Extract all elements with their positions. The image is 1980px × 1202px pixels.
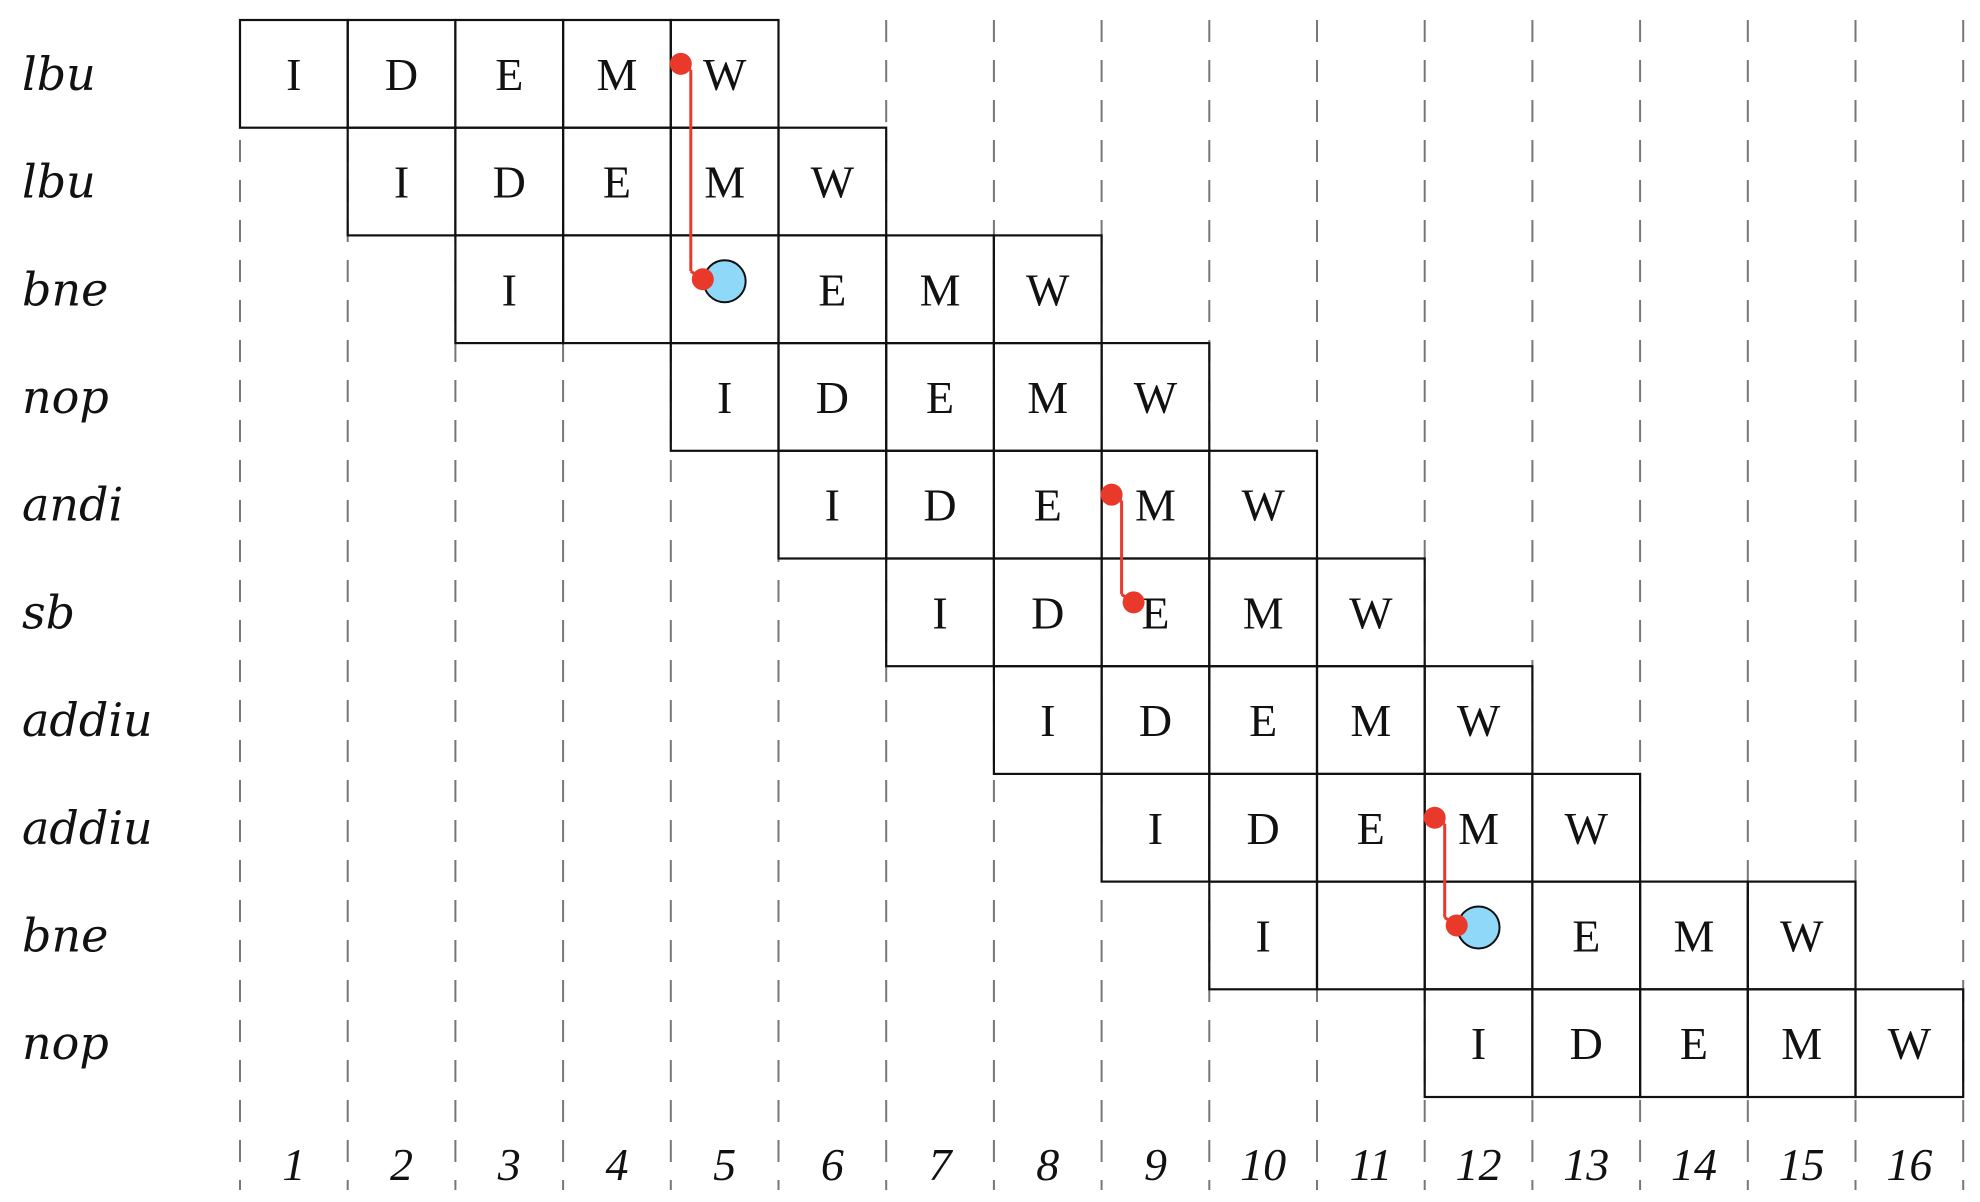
stage-label: M: [1350, 695, 1391, 746]
cycle-number: 6: [821, 1139, 844, 1190]
instruction-label: lbu: [22, 155, 96, 209]
stage-label: M: [704, 157, 745, 208]
cycle-number: 9: [1144, 1139, 1167, 1190]
forwarding-path: [1100, 483, 1145, 614]
instruction-label: bne: [22, 262, 108, 316]
instruction-label: addiu: [22, 801, 153, 855]
stage-label: I: [932, 587, 947, 638]
forwarding-path: [1423, 806, 1468, 937]
stage-label: W: [703, 49, 747, 100]
forward-source-dot: [669, 52, 692, 75]
instruction-label: lbu: [22, 47, 96, 101]
stage-label: E: [1357, 803, 1385, 854]
cycle-number: 4: [605, 1139, 628, 1190]
stage-label: D: [385, 49, 418, 100]
instruction-label: andi: [22, 478, 123, 532]
instruction-label: nop: [22, 370, 109, 424]
stage-label: I: [1255, 910, 1270, 961]
cycle-number: 14: [1671, 1139, 1717, 1190]
stage-label: W: [1888, 1018, 1932, 1069]
stage-label: M: [920, 264, 961, 315]
stage-label: W: [1026, 264, 1070, 315]
stage-label: W: [1134, 372, 1178, 423]
stage-label: E: [1680, 1018, 1708, 1069]
hazard-markers: [669, 52, 1501, 950]
cycle-number: 8: [1036, 1139, 1059, 1190]
stage-label: M: [1243, 587, 1284, 638]
forward-source-dot: [1100, 483, 1123, 506]
forwarding-path: [669, 52, 714, 291]
stage-label: M: [1027, 372, 1068, 423]
cycle-number: 15: [1779, 1139, 1825, 1190]
stage-label: E: [1249, 695, 1277, 746]
stage-label: W: [1349, 587, 1393, 638]
cycle-number: 3: [497, 1139, 521, 1190]
cycle-number: 2: [390, 1139, 413, 1190]
stage-label: W: [1457, 695, 1501, 746]
stage-label: E: [1572, 910, 1600, 961]
stage-label: M: [1135, 480, 1176, 531]
stage-label: I: [1040, 695, 1055, 746]
pipeline-cell: [1854, 988, 1965, 1099]
pipeline-cells: I D E M W I D E M W I E M W I D E M W I D E M W I D E M W I D E M W I D E M W I…: [238, 18, 1965, 1099]
stage-label: E: [1141, 587, 1169, 638]
forward-target-dot: [1122, 591, 1145, 614]
stage-label: D: [1247, 803, 1280, 854]
stage-label: D: [1570, 1018, 1603, 1069]
cycle-number: 12: [1456, 1139, 1502, 1190]
stage-label: W: [811, 157, 855, 208]
pipeline-cell: [561, 234, 672, 345]
stage-label: M: [1458, 803, 1499, 854]
cycle-number: 10: [1240, 1139, 1286, 1190]
cycle-number: 5: [713, 1139, 736, 1190]
instruction-label: addiu: [22, 693, 153, 747]
cycle-number: 16: [1886, 1139, 1932, 1190]
stage-label: D: [1139, 695, 1172, 746]
cycle-number: 11: [1350, 1139, 1393, 1190]
instruction-label: bne: [22, 908, 108, 962]
forward-source-dot: [1423, 806, 1446, 829]
stage-label: W: [1780, 910, 1824, 961]
stage-label: I: [717, 372, 732, 423]
stage-label: E: [1034, 480, 1062, 531]
stage-label: I: [286, 49, 301, 100]
stage-label: D: [1031, 587, 1064, 638]
forward-target-dot: [1445, 914, 1468, 937]
stage-label: E: [495, 49, 523, 100]
stage-label: D: [923, 480, 956, 531]
stage-label: M: [1781, 1018, 1822, 1069]
stage-label: D: [493, 157, 526, 208]
stage-label: W: [1241, 480, 1285, 531]
stage-label: E: [603, 157, 631, 208]
instruction-label: sb: [22, 585, 75, 639]
stage-label: I: [1148, 803, 1163, 854]
stage-label: D: [816, 372, 849, 423]
instruction-labels: lbu lbu bne nop andi sb addiu addiu bne nop: [22, 47, 153, 1070]
forward-target-dot: [691, 268, 714, 291]
stage-label: M: [1673, 910, 1714, 961]
stage-label: M: [596, 49, 637, 100]
instruction-label: nop: [22, 1016, 109, 1070]
stage-label: I: [825, 480, 840, 531]
cycle-number: 7: [929, 1139, 954, 1190]
pipeline-cell: [1315, 880, 1426, 991]
stage-label: I: [394, 157, 409, 208]
stage-label: I: [502, 264, 517, 315]
cycle-number: 1: [282, 1139, 305, 1190]
stage-label: E: [926, 372, 954, 423]
cycle-number: 13: [1563, 1139, 1609, 1190]
stage-label: E: [818, 264, 846, 315]
stage-label: I: [1471, 1018, 1486, 1069]
stage-label: W: [1565, 803, 1609, 854]
